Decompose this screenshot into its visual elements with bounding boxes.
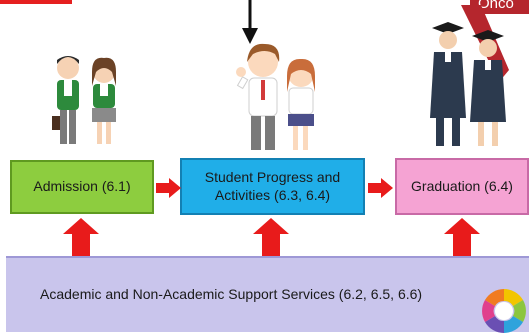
- admission-label: Admission (6.1): [33, 178, 131, 195]
- incoming-down-arrow: [242, 0, 258, 44]
- graduates-illustration: [430, 22, 506, 146]
- student-progress-label: Student Progress and Activities (6.3, 6.…: [204, 169, 341, 203]
- students-illustration: [52, 56, 116, 144]
- student-progress-box: Student Progress and Activities (6.3, 6.…: [180, 158, 365, 215]
- support-arrow-admission: [63, 218, 99, 258]
- graduation-label: Graduation (6.4): [411, 177, 513, 194]
- graduation-box: Graduation (6.4): [395, 158, 529, 215]
- support-arrow-graduation: [444, 218, 480, 258]
- admission-box: Admission (6.1): [10, 160, 154, 214]
- top-right-callout: Onco: [470, 0, 529, 14]
- arrow-admission-to-progress: [156, 178, 181, 198]
- top-left-red-mark: [0, 0, 72, 4]
- callout-text: Onco: [478, 0, 514, 12]
- color-wheel-icon: [482, 289, 526, 333]
- support-arrow-progress: [253, 218, 289, 258]
- support-services-label: Academic and Non-Academic Support Servic…: [40, 286, 423, 303]
- arrow-progress-to-graduation: [368, 178, 393, 198]
- cheering-students-illustration: [236, 43, 315, 150]
- support-services-bar: Academic and Non-Academic Support Servic…: [6, 256, 529, 332]
